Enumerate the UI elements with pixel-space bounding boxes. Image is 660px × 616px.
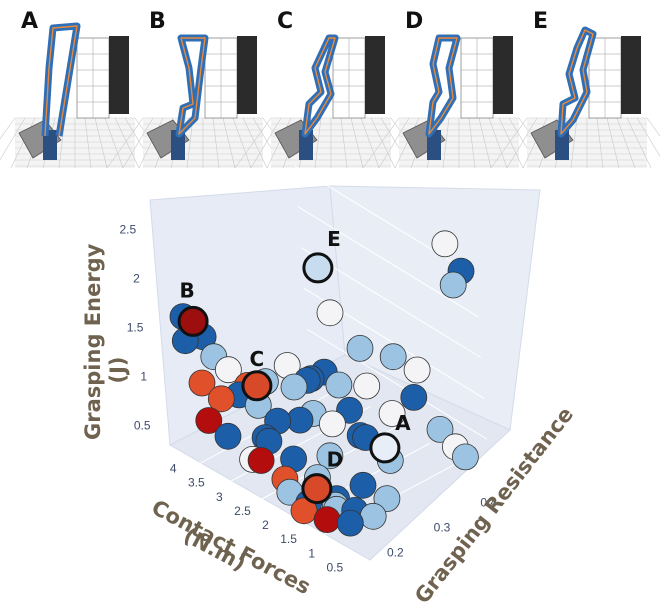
x-tick-label: 2 <box>262 518 269 532</box>
highlight-label-e: E <box>327 227 341 251</box>
data-point <box>400 383 428 411</box>
data-point <box>378 400 406 427</box>
panel-letter: E <box>533 9 548 34</box>
data-point <box>451 443 479 471</box>
highlight-point-b <box>177 305 209 337</box>
highlighted-points: A B C D E <box>177 227 411 505</box>
data-point <box>313 506 341 533</box>
x-tick-label: 3.5 <box>188 476 205 490</box>
z-axis-ticks: 0.5 1 1.5 2 2.5 <box>120 222 151 432</box>
highlight-label-b: B <box>179 278 194 302</box>
scatter-3d-scene: A B C D E <box>149 165 541 561</box>
data-point <box>318 410 346 438</box>
data-point <box>349 471 377 499</box>
data-point <box>439 271 467 299</box>
x-tick-label: 1.5 <box>280 532 297 546</box>
z-tick-label: 2.5 <box>120 222 137 236</box>
y-tick-label: 0.3 <box>434 521 451 535</box>
data-point <box>195 407 223 434</box>
highlight-label-c: C <box>250 347 265 371</box>
data-point <box>403 356 431 384</box>
data-point <box>353 372 381 400</box>
panel-letter: C <box>277 9 293 34</box>
data-point <box>426 415 454 443</box>
highlight-point-d <box>301 473 333 505</box>
data-point <box>379 343 407 371</box>
robot-arm-highlight <box>178 37 206 135</box>
highlight-point-c <box>241 370 273 402</box>
x-tick-label: 2.5 <box>234 504 251 518</box>
data-point <box>188 369 216 397</box>
panel-floor <box>106 117 300 169</box>
x-tick-label: 1 <box>308 546 315 560</box>
shelf <box>332 36 385 119</box>
panel-letter: A <box>21 9 38 34</box>
shelf <box>204 36 257 119</box>
highlight-label-a: A <box>395 411 411 435</box>
robot-arm-highlight <box>560 29 594 135</box>
robot-base <box>18 119 62 160</box>
data-point <box>214 356 242 384</box>
z-tick-label: 0.5 <box>134 418 151 432</box>
x-tick-label: 0.5 <box>326 560 343 574</box>
z-axis-title-line1: Grasping Energy <box>81 243 105 440</box>
panel-letter: D <box>405 9 423 34</box>
panel-c: C <box>234 9 428 169</box>
panel-b: B <box>106 9 300 169</box>
data-point <box>431 230 459 258</box>
robot-arm-highlight <box>44 25 78 137</box>
z-axis-title-line2: (J) <box>106 356 130 383</box>
data-point <box>316 299 344 327</box>
shelf <box>588 36 641 119</box>
data-point <box>359 502 387 530</box>
data-point <box>325 371 353 399</box>
data-point <box>207 385 235 413</box>
y-tick-label: 0.4 <box>480 496 497 510</box>
y-tick-label: 0.2 <box>387 546 404 560</box>
z-tick-label: 2 <box>133 271 140 285</box>
simulation-panels: A B C D E <box>0 9 660 169</box>
y-axis-ticks: 0.2 0.3 0.4 <box>387 496 497 560</box>
highlight-label-d: D <box>327 448 344 472</box>
panel-floor <box>234 117 428 169</box>
data-point <box>280 373 308 401</box>
z-tick-label: 1 <box>140 369 147 383</box>
data-point <box>214 422 242 450</box>
panel-d: D <box>362 9 556 169</box>
data-point <box>247 447 275 474</box>
x-tick-label: 3 <box>216 490 223 504</box>
highlight-point-e <box>302 252 334 284</box>
robot-arm-highlight <box>428 37 458 135</box>
shelf <box>460 36 513 119</box>
x-axis-ticks: 0.5 1 1.5 2 2.5 3 3.5 4 <box>170 462 344 575</box>
data-point <box>316 442 344 470</box>
data-point <box>336 509 364 537</box>
panel-floor <box>362 117 556 169</box>
data-point <box>346 334 374 362</box>
panel-e: E <box>490 9 660 169</box>
x-tick-label: 4 <box>170 462 177 476</box>
z-tick-label: 1.5 <box>127 320 144 334</box>
robot-arm-highlight <box>304 37 336 135</box>
shelf <box>76 36 129 119</box>
highlight-point-a <box>369 432 401 464</box>
panel-letter: B <box>149 9 166 34</box>
